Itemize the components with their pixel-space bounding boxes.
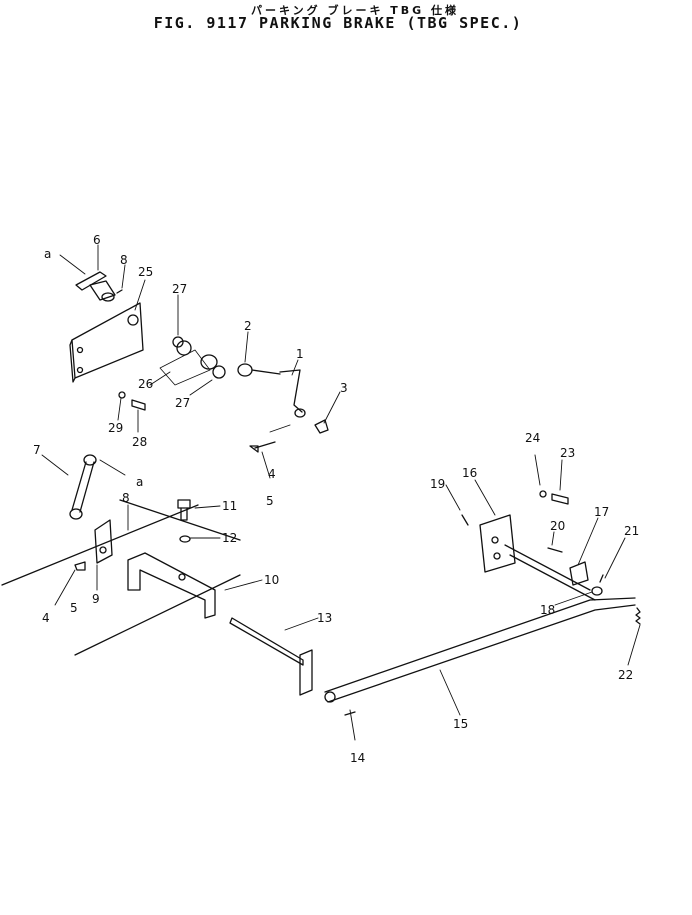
callout-5-bot: 5 <box>70 601 78 615</box>
callout-13: 13 <box>317 611 332 625</box>
part-28-bolt <box>131 399 146 411</box>
part-4-5-screw-top <box>249 441 276 453</box>
figure-title-japanese: パーキング ブレーキ TBG 仕様 <box>250 4 460 17</box>
callout-3: 3 <box>340 381 348 395</box>
callout-15: 15 <box>453 717 468 731</box>
callout-10: 10 <box>264 573 279 587</box>
callout-4-top: 4 <box>268 467 276 481</box>
part-24-washer <box>539 490 547 498</box>
part-23-bolt <box>551 493 569 505</box>
part-3-bolt <box>314 419 329 434</box>
callout-26: 26 <box>138 377 153 391</box>
callout-1: 1 <box>296 347 304 361</box>
part-8-cotter-pin <box>116 289 123 294</box>
frame-lines <box>1 499 241 656</box>
callout-25: 25 <box>138 265 153 279</box>
callout-28: 28 <box>132 435 147 449</box>
part-13-rod <box>229 617 313 696</box>
part-21-pin <box>599 574 604 583</box>
part-10-bracket <box>127 552 216 619</box>
part-29-washer <box>118 391 126 399</box>
callout-12: 12 <box>222 531 237 545</box>
part-19-pin <box>461 514 469 526</box>
part-25-bracket-plate <box>69 302 144 383</box>
callout-16: 16 <box>462 466 477 480</box>
part-15-long-rod <box>324 597 636 703</box>
callout-7: 7 <box>33 443 41 457</box>
part-7-link <box>69 454 97 520</box>
callout-27-bot: 27 <box>175 396 190 410</box>
callout-5-top: 5 <box>266 494 274 508</box>
callout-4-bot: 4 <box>42 611 50 625</box>
callout-22: 22 <box>618 668 633 682</box>
part-6-pin <box>75 271 116 302</box>
part-2-knob <box>237 363 281 377</box>
part-26-bushing <box>159 349 218 386</box>
part-17-bracket <box>569 561 589 586</box>
callout-a-top: a <box>44 247 51 261</box>
callout-19: 19 <box>430 477 445 491</box>
part-12-washer <box>179 535 191 543</box>
callout-labels: a 6 8 25 27 2 1 26 27 3 29 28 4 5 7 a 8 … <box>33 233 639 765</box>
callout-20: 20 <box>550 519 565 533</box>
callout-23: 23 <box>560 446 575 460</box>
part-4-5-screw-bottom <box>74 561 86 571</box>
part-9-bracket <box>94 519 113 564</box>
leader-lines <box>41 244 641 741</box>
part-11-bolt <box>177 499 191 521</box>
part-27-bushing-bottom <box>212 365 226 379</box>
callout-9: 9 <box>92 592 100 606</box>
callout-17: 17 <box>594 505 609 519</box>
callout-29: 29 <box>108 421 123 435</box>
callout-11: 11 <box>222 499 237 513</box>
part-18-pin <box>591 586 603 596</box>
callout-8-top: 8 <box>120 253 128 267</box>
part-27-bushing-top <box>172 336 192 356</box>
figure-title: FIG. 9117 PARKING BRAKE (TBG SPEC.) <box>153 14 523 32</box>
callout-8-bot: 8 <box>122 491 130 505</box>
callout-14: 14 <box>350 751 365 765</box>
callout-27-top: 27 <box>172 282 187 296</box>
part-22-spring <box>635 607 641 625</box>
callout-18: 18 <box>540 603 555 617</box>
callout-2: 2 <box>244 319 252 333</box>
part-14-pin <box>344 711 356 716</box>
part-16-plate <box>479 514 596 601</box>
callout-a-bot: a <box>136 475 143 489</box>
part-20-bolt <box>547 547 563 553</box>
callout-21: 21 <box>624 524 639 538</box>
part-1-lever <box>279 369 306 418</box>
callout-6: 6 <box>93 233 101 247</box>
callout-24: 24 <box>525 431 540 445</box>
